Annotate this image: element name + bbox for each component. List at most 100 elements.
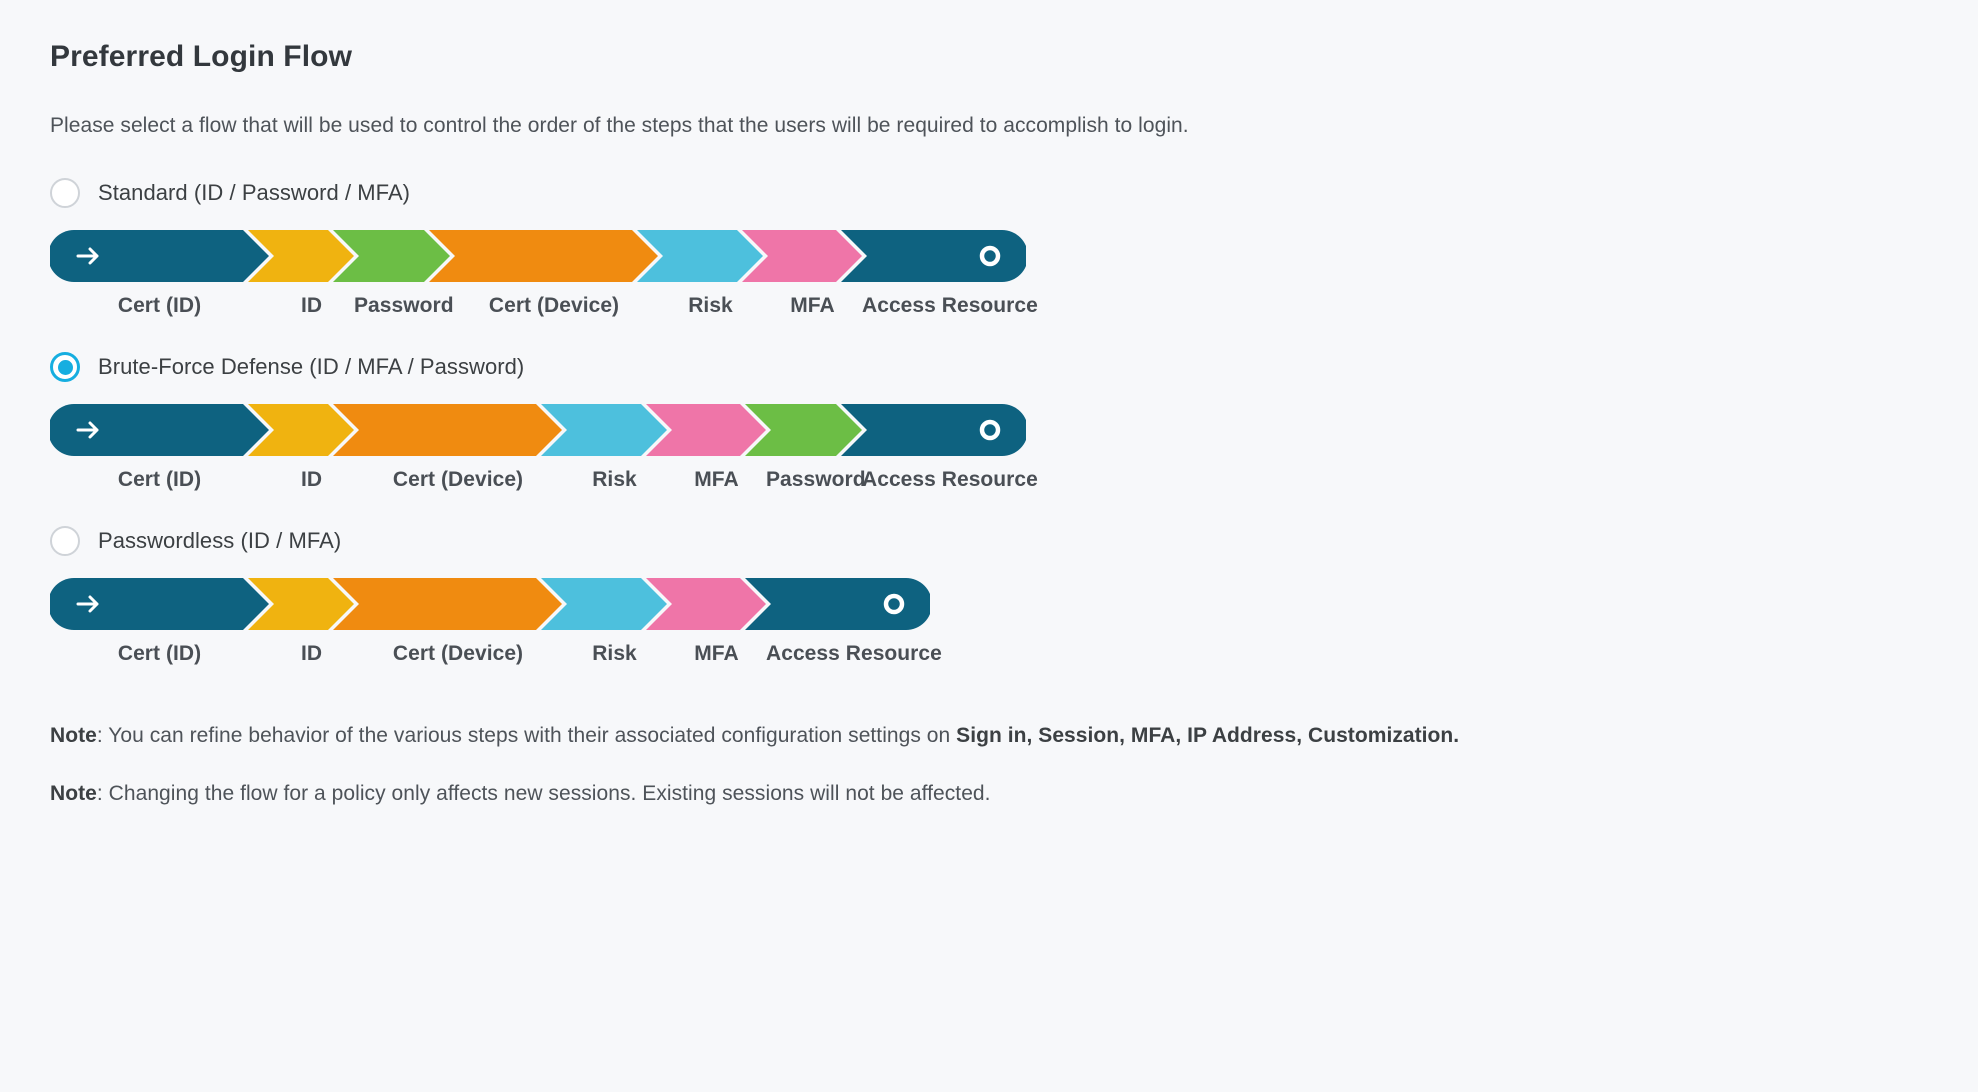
chevron-shape [541,404,667,456]
flow-step-label: Password [354,294,454,317]
flow-step-cert-device [429,230,658,282]
note-text: You can refine behavior of the various s… [108,724,957,747]
flow-step-cert-id [50,404,269,456]
chevron-shape [646,404,766,456]
page-description: Please select a flow that will be used t… [50,114,1189,137]
flow-bar [50,404,1928,456]
arrow-right-icon [76,246,102,266]
flow-options-list: Standard (ID / Password / MFA) [50,178,1928,666]
flow-step-access-resource [841,404,1026,456]
flow-step-label: Cert (Device) [392,642,524,665]
flow-step-label: MFA [790,294,835,317]
radio-row-brute-force-defense[interactable]: Brute-Force Defense (ID / MFA / Password… [50,352,1928,382]
note-prefix: Note [50,724,97,747]
chevron-shape [50,404,269,456]
chevron-shape [745,578,930,630]
flow-bar [50,578,1928,630]
flow-step-cert-id [50,230,269,282]
flow-step-cert-id [50,578,269,630]
flow-step-risk [541,578,667,630]
chevron-shape [541,578,667,630]
flow-labels: Cert (ID) ID Cert (Device) Risk MFA Access Re… [50,642,1928,666]
flow-option-brute-force-defense: Brute-Force Defense (ID / MFA / Password… [50,352,1928,492]
flow-step-cert-device [333,404,562,456]
note-separator: : [96,724,109,747]
chevron-shape [248,404,354,456]
note-separator: : [96,782,109,805]
chevron-shape [333,230,450,282]
note-1: Note: You can refine behavior of the var… [50,724,1928,748]
chevron-shape [333,578,562,630]
radio-button-brute-force-defense[interactable] [50,352,80,382]
flow-step-label: ID [300,468,323,491]
arrow-right-icon [76,594,102,614]
chevron-shape [248,578,354,630]
flow-step-label: Access Resource [862,294,1038,317]
flow-step-label: MFA [694,468,739,491]
flow-diagram-standard: Cert (ID) ID Password Cert (Device) Risk MFA A… [50,230,1928,318]
chevron-shape [841,230,1026,282]
arrow-right-icon [76,420,102,440]
flow-step-mfa [646,404,766,456]
flow-step-label: Access Resource [862,468,1038,491]
flow-step-risk [541,404,667,456]
chevron-shape [50,230,269,282]
flow-step-label: Cert (Device) [488,294,620,317]
radio-label-standard[interactable]: Standard (ID / Password / MFA) [98,180,411,205]
flow-step-label: Cert (ID) [117,294,202,317]
ring-target-icon [978,418,1002,442]
radio-label-passwordless[interactable]: Passwordless (ID / MFA) [98,528,342,553]
chevron-shape [841,404,1026,456]
chevron-shape [429,230,658,282]
chevron-shape [248,230,354,282]
flow-step-mfa [646,578,766,630]
ring-target-icon [882,592,906,616]
flow-step-label: Cert (ID) [117,468,202,491]
radio-button-passwordless[interactable] [50,526,80,556]
flow-step-risk [637,230,763,282]
flow-step-id [248,578,354,630]
note-2: Note: Changing the flow for a policy onl… [50,782,1928,806]
chevron-shape [333,404,562,456]
flow-step-password [333,230,450,282]
chevron-shape [745,404,862,456]
radio-label-brute-force-defense[interactable]: Brute-Force Defense (ID / MFA / Password… [98,354,525,379]
radio-row-standard[interactable]: Standard (ID / Password / MFA) [50,178,1928,208]
flow-step-access-resource [841,230,1026,282]
flow-step-label: Risk [688,294,733,317]
chevron-shape [50,578,269,630]
flow-step-label: ID [300,294,323,317]
flow-step-label: Risk [592,642,637,665]
flow-step-label: MFA [694,642,739,665]
flow-step-cert-device [333,578,562,630]
ring-target-icon [978,244,1002,268]
note-prefix: Note [50,782,97,805]
chevron-shape [646,578,766,630]
flow-bar [50,230,1928,282]
radio-button-standard[interactable] [50,178,80,208]
flow-labels: Cert (ID) ID Password Cert (Device) Risk MFA A… [50,294,1928,318]
notes-section: Note: You can refine behavior of the var… [50,724,1928,806]
flow-step-access-resource [745,578,930,630]
chevron-shape [742,230,862,282]
flow-step-password [745,404,862,456]
radio-row-passwordless[interactable]: Passwordless (ID / MFA) [50,526,1928,556]
note-bold-tail: Sign in, Session, MFA, IP Address, Custo… [956,724,1460,747]
note-text: Changing the flow for a policy only affe… [108,782,991,805]
page-title: Preferred Login Flow [50,40,353,73]
flow-step-id [248,404,354,456]
flow-step-label: Risk [592,468,637,491]
flow-option-standard: Standard (ID / Password / MFA) [50,178,1928,318]
chevron-shape [637,230,763,282]
flow-step-label: Access Resource [766,642,942,665]
flow-step-label: Cert (ID) [117,642,202,665]
preferred-login-flow-page: Preferred Login Flow Please select a flo… [0,0,1978,806]
flow-step-mfa [742,230,862,282]
flow-diagram-passwordless: Cert (ID) ID Cert (Device) Risk MFA Access Re… [50,578,1928,666]
flow-step-id [248,230,354,282]
flow-step-label: ID [300,642,323,665]
flow-step-label: Cert (Device) [392,468,524,491]
